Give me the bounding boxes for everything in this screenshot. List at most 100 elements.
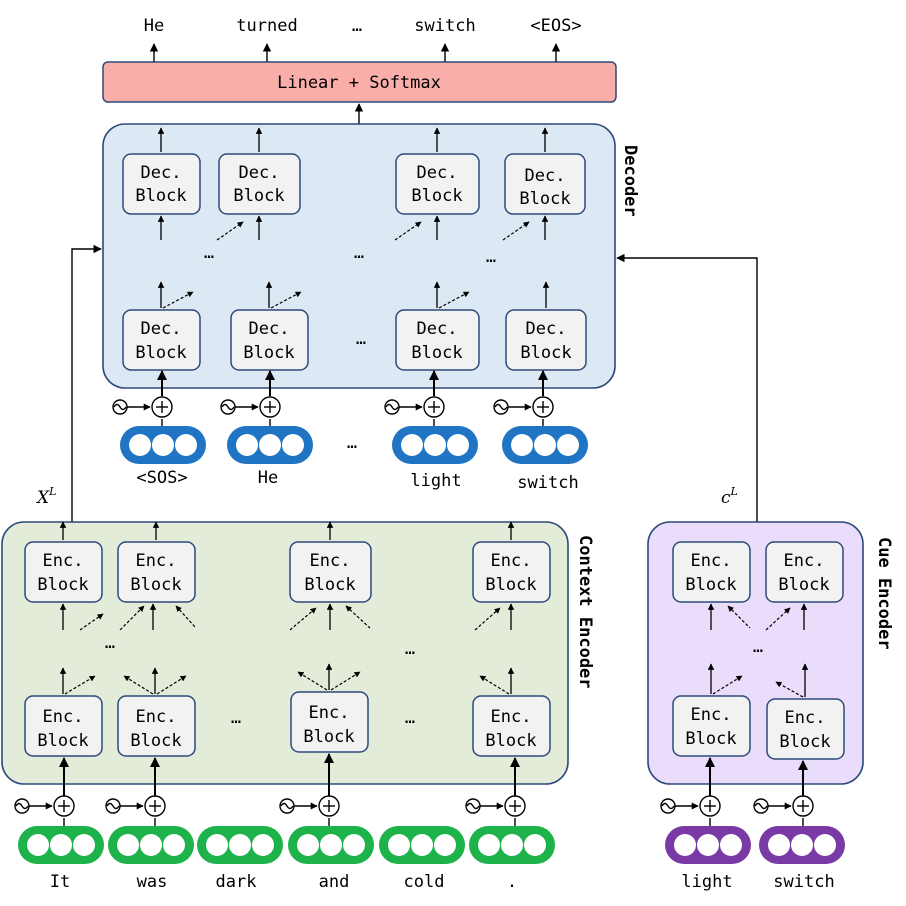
plus-node — [279, 795, 340, 826]
enc-block-label: Block — [304, 575, 355, 595]
enc-block-label: Enc. — [491, 707, 532, 727]
token-embedding — [665, 826, 751, 864]
plus-node — [112, 396, 173, 426]
enc-block-label: Block — [485, 731, 536, 751]
context-input-it: It — [50, 872, 70, 892]
cue-enc-block-top-2 — [765, 541, 844, 603]
enc-block-label: Enc. — [310, 551, 351, 571]
decoder-ellipsis: … — [356, 329, 366, 349]
token-embedding — [197, 826, 283, 864]
token-embedding — [18, 826, 104, 864]
enc-block-bottom-2 — [117, 695, 196, 757]
dec-block-label: Block — [233, 186, 284, 206]
enc-block-label: Block — [685, 575, 736, 595]
cue-encoder-dashed-arrows — [712, 605, 804, 698]
context-encoder-dashed-arrows — [64, 605, 510, 695]
dec-block-top-4 — [504, 153, 586, 215]
context-plus-nodes — [14, 795, 526, 826]
enc-block-label: Block — [130, 731, 181, 751]
output-token-turned: turned — [236, 16, 297, 36]
decoder-input-labels: <SOS> He … light switch — [136, 433, 578, 493]
cue-plus-nodes — [660, 795, 814, 826]
dec-block-label: Dec. — [417, 163, 458, 183]
enc-block-label: Enc. — [136, 707, 177, 727]
plus-node — [105, 795, 166, 826]
cue-enc-block-bottom-2 — [766, 698, 845, 760]
decoder-title: Decoder — [620, 145, 640, 217]
cue-input-arrows — [705, 757, 808, 796]
decoder-input-light: light — [410, 471, 461, 491]
encoder-ellipsis: … — [231, 708, 241, 728]
enc-block-label: Block — [303, 727, 354, 747]
cue-input-labels: light switch — [681, 872, 834, 892]
dec-block-label: Block — [135, 343, 186, 363]
linear-softmax-label: Linear + Softmax — [277, 73, 441, 93]
cue-encoder-arrows — [707, 603, 809, 697]
decoder-token-embeddings — [120, 426, 588, 464]
output-token-eos: <EOS> — [530, 16, 581, 36]
output-token-switch: switch — [414, 16, 475, 36]
decoder-ellipses: … … … … — [204, 243, 496, 349]
context-input-period: . — [507, 872, 517, 892]
context-token-embeddings — [18, 826, 555, 864]
context-encoder-ellipses: … … … … — [105, 633, 415, 728]
linear-softmax-box — [102, 61, 617, 103]
output-token-he: He — [144, 16, 164, 36]
dec-block-label: Block — [411, 343, 462, 363]
decoder-bottom-row: Dec. Block Dec. Block Dec. Block Dec. Bl… — [122, 309, 587, 371]
cue-to-decoder-connector — [616, 253, 758, 522]
decoder-input-switch: switch — [517, 473, 578, 493]
dec-block-top-1 — [122, 153, 201, 215]
dec-block-label: Block — [519, 189, 570, 209]
enc-block-label: Block — [37, 575, 88, 595]
cue-encoder-title: Cue Encoder — [874, 537, 894, 650]
c-l-label: cL — [721, 485, 738, 508]
dec-block-label: Block — [135, 186, 186, 206]
dec-block-top-3 — [395, 153, 480, 215]
decoder-dashed-arrows — [162, 221, 530, 309]
enc-block-label: Enc. — [309, 703, 350, 723]
token-embedding — [469, 826, 555, 864]
enc-block-label: Enc. — [785, 708, 826, 728]
enc-block-label: Enc. — [43, 707, 84, 727]
enc-block-label: Enc. — [691, 705, 732, 725]
enc-block-label: Block — [485, 575, 536, 595]
encoder-ellipsis: … — [753, 637, 763, 657]
output-ellipsis: … — [352, 16, 362, 36]
token-embedding — [502, 426, 588, 464]
context-encoder-arrows — [59, 521, 515, 694]
enc-block-label: Enc. — [43, 551, 84, 571]
dec-block-label: Dec. — [141, 319, 182, 339]
context-to-decoder-connector — [71, 244, 102, 522]
decoder-input-arrows — [157, 370, 548, 396]
decoder-input-he: He — [258, 468, 278, 488]
enc-block-label: Block — [778, 575, 829, 595]
decoder-input-ellipsis: … — [347, 433, 357, 453]
context-input-was: was — [137, 872, 168, 892]
context-encoder-bottom-row: Enc. Block Enc. Block Enc. Block Enc. Bl… — [24, 691, 551, 757]
context-input-arrows — [59, 753, 520, 796]
token-embedding — [392, 426, 478, 464]
token-embedding — [227, 426, 313, 464]
context-encoder-title: Context Encoder — [575, 535, 595, 689]
dec-block-top-2 — [218, 153, 301, 215]
decoder-input-sos: <SOS> — [136, 468, 187, 488]
enc-block-top-2 — [117, 541, 196, 603]
context-input-and: and — [319, 872, 350, 892]
decoder-arrows — [157, 127, 550, 308]
dec-block-label: Dec. — [417, 319, 458, 339]
enc-block-label: Block — [779, 732, 830, 752]
token-embedding — [108, 826, 194, 864]
dec-block-label: Dec. — [141, 163, 182, 183]
enc-block-label: Block — [685, 729, 736, 749]
enc-block-bottom-4 — [472, 695, 551, 757]
cue-input-light: light — [681, 872, 732, 892]
enc-block-label: Block — [37, 731, 88, 751]
cue-token-embeddings — [665, 826, 845, 864]
plus-node — [14, 795, 75, 826]
dec-block-label: Dec. — [525, 166, 566, 186]
context-input-dark: dark — [216, 872, 257, 892]
plus-node — [493, 396, 554, 426]
enc-block-label: Enc. — [784, 551, 825, 571]
decoder-ellipsis: … — [354, 243, 364, 263]
